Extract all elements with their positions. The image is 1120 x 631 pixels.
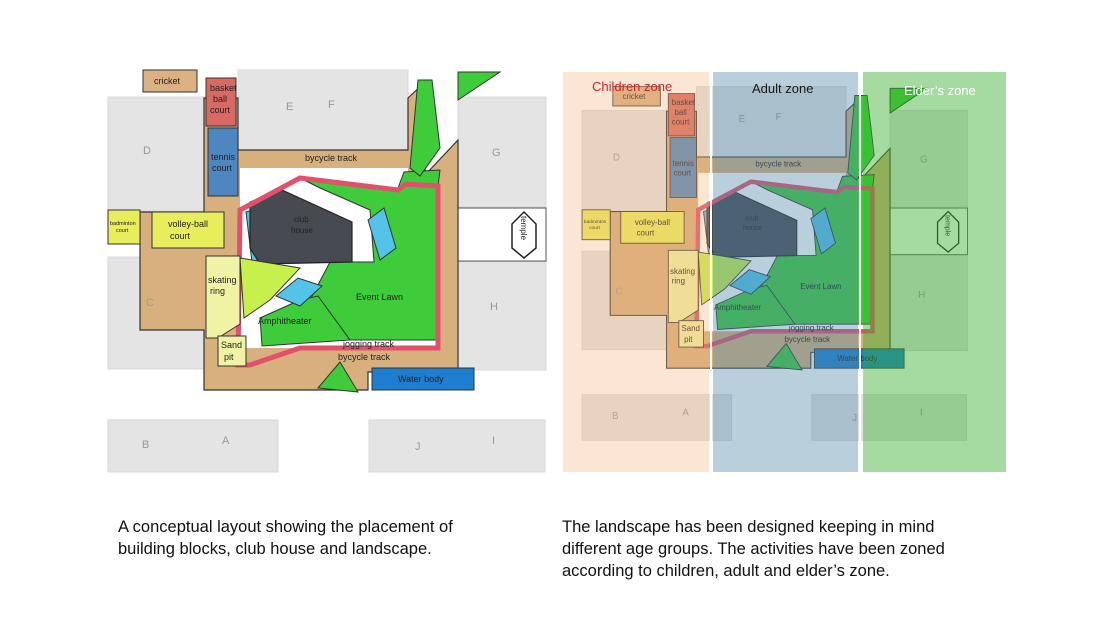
r-block-label-f: F — [776, 112, 782, 123]
r-label-tennis-1: tennis — [673, 159, 694, 168]
label-badminton-1: badminton — [110, 221, 136, 227]
label-sand-1: Sand — [221, 340, 242, 350]
label-basketball-1: basket — [210, 83, 237, 93]
right-plan: cricket basket ball court tennis court b… — [563, 72, 1006, 472]
r-label-club-house-2: house — [743, 225, 762, 232]
label-tennis-2: court — [212, 163, 233, 173]
block-label-f: F — [328, 99, 335, 111]
label-event-lawn: Event Lawn — [356, 292, 403, 302]
label-cricket: cricket — [154, 76, 181, 86]
r-block-label-b: B — [612, 411, 618, 422]
label-basketball-3: court — [210, 105, 231, 115]
right-caption: The landscape has been designed keeping … — [562, 516, 945, 582]
r-label-sand-1: Sand — [681, 324, 699, 333]
r-label-water-body: Water body — [837, 354, 877, 363]
r-label-volleyball-2: court — [637, 228, 655, 237]
label-badminton-2: court — [116, 228, 129, 234]
label-club-house-1: club — [294, 215, 309, 224]
block-label-e: E — [286, 101, 293, 113]
r-label-amphitheater: Amphitheater — [714, 303, 761, 312]
r-label-skating-1: skating — [670, 267, 695, 276]
r-label-event-lawn: Event Lawn — [800, 282, 841, 291]
r-block-label-h: H — [918, 290, 925, 301]
r-label-basketball-1: basket — [672, 98, 696, 107]
label-bicycle-track: bycycle track — [305, 153, 358, 163]
r-block-label-e: E — [739, 114, 746, 125]
label-sand-2: pit — [224, 352, 234, 362]
r-label-tennis-2: court — [674, 168, 692, 177]
label-temple: temple — [519, 216, 528, 241]
left-plan: cricket basket ball court tennis court b… — [108, 70, 546, 472]
r-label-bicycle-track: bycycle track — [755, 160, 801, 169]
label-club-house-2: house — [291, 226, 313, 235]
label-bicycle-track-bottom: bycycle track — [338, 352, 391, 362]
r-block-label-d: D — [613, 153, 620, 164]
label-jogging-track: jogging track — [342, 339, 395, 349]
r-block-label-c: C — [615, 286, 622, 297]
r-block-label-a: A — [682, 408, 689, 419]
label-tennis-1: tennis — [211, 152, 236, 162]
label-skating-2: ring — [210, 286, 225, 296]
label-water-body: Water body — [398, 374, 444, 384]
r-label-badminton-2: court — [589, 225, 600, 231]
label-volleyball-1: volley-ball — [168, 219, 208, 229]
right-caption-line-1: The landscape has been designed keeping … — [562, 518, 935, 536]
r-block-label-j: J — [852, 413, 857, 424]
r-label-sand-2: pit — [684, 335, 693, 344]
elder-zone-title: Elder’s zone — [904, 83, 976, 98]
r-label-volleyball-1: volley-ball — [635, 218, 670, 227]
r-label-basketball-3: court — [672, 117, 690, 126]
label-skating-1: skating — [208, 275, 237, 285]
right-caption-line-2: different age groups. The activities hav… — [562, 540, 945, 558]
r-label-badminton-1: badminton — [584, 219, 607, 225]
r-block-label-g: G — [920, 154, 928, 165]
r-label-basketball-2: ball — [674, 108, 687, 117]
children-zone-title: Children zone — [592, 79, 672, 94]
block-label-c: C — [146, 297, 154, 309]
block-label-g: G — [492, 147, 501, 159]
label-amphitheater: Amphitheater — [258, 316, 312, 326]
r-block-label-i: I — [920, 408, 923, 419]
block-label-a: A — [222, 435, 230, 447]
left-caption-line-2: building blocks, club house and landscap… — [118, 540, 432, 558]
r-label-club-house-1: club — [746, 215, 759, 222]
left-caption-line-1: A conceptual layout showing the placemen… — [118, 518, 453, 536]
block-label-d: D — [143, 145, 151, 157]
r-label-jogging-track: jogging track — [788, 323, 834, 332]
label-basketball-2: ball — [213, 94, 227, 104]
elder-zone-overlay — [863, 72, 1006, 472]
block-label-i: I — [492, 435, 495, 447]
r-label-temple: temple — [943, 215, 950, 236]
block-label-h: H — [490, 301, 498, 313]
label-volleyball-2: court — [170, 231, 191, 241]
block-label-b: B — [142, 439, 149, 451]
r-label-skating-2: ring — [672, 277, 685, 286]
adult-zone-title: Adult zone — [752, 81, 813, 96]
adult-zone-overlay — [713, 72, 858, 472]
r-label-bicycle-track-bottom: bycycle track — [784, 335, 830, 344]
children-zone-overlay — [563, 72, 709, 472]
right-caption-line-3: according to children, adult and elder’s… — [562, 562, 890, 580]
left-caption: A conceptual layout showing the placemen… — [118, 516, 453, 560]
block-label-j: J — [415, 441, 421, 453]
r-label-cricket: cricket — [623, 92, 647, 101]
